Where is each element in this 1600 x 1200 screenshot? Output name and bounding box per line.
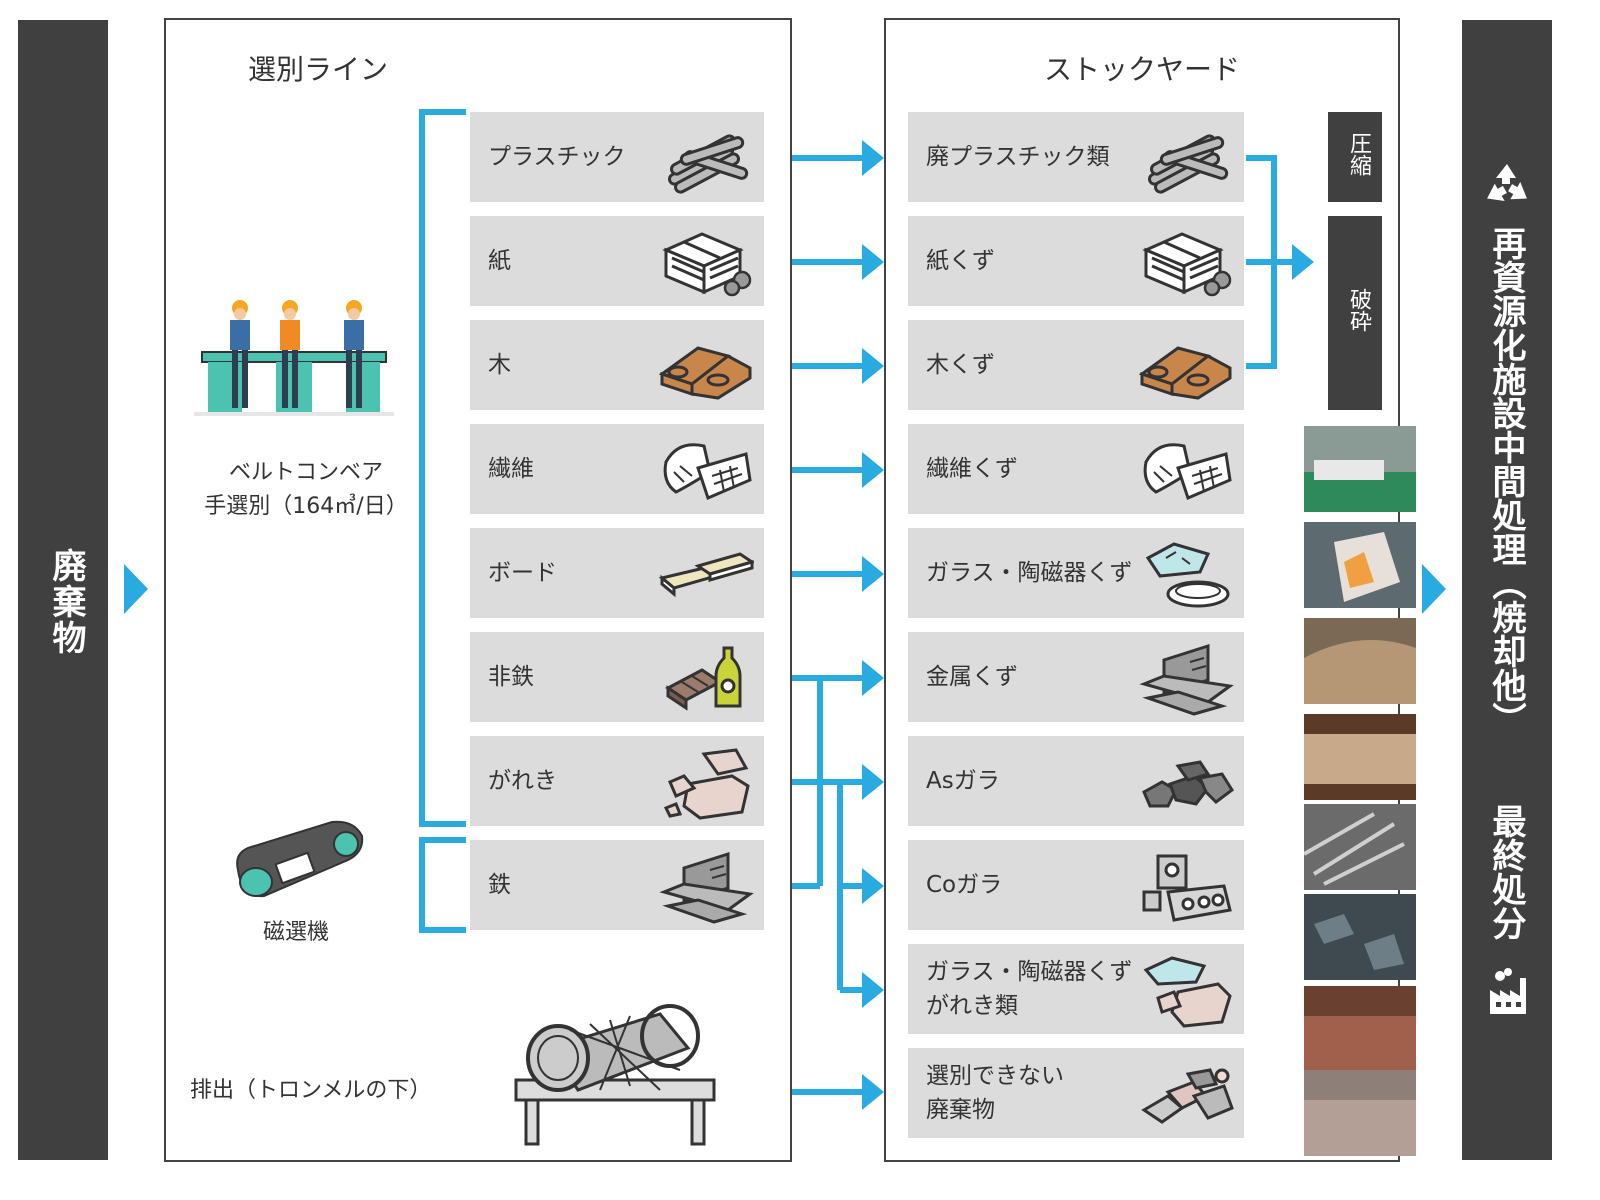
sort-item-fiber: 繊維 — [470, 424, 764, 514]
stock-item-label: Coガラ — [926, 872, 1003, 898]
sort-item-board: ボード — [470, 528, 764, 618]
photo-asphalt — [1304, 894, 1416, 980]
stock-item-label: ガラス・陶磁器くず — [926, 560, 1133, 586]
sort-item-wood: 木 — [470, 320, 764, 410]
output-arrow-icon — [1422, 564, 1446, 614]
photo-wood-chips — [1304, 618, 1416, 704]
recycle-icon — [1487, 164, 1527, 202]
sort-item-label: がれき — [488, 768, 557, 794]
photo-metal-scraps — [1304, 804, 1416, 890]
stock-item-concrete: Coガラ — [908, 840, 1244, 930]
input-arrow-icon — [124, 564, 148, 614]
stock-item-label: 紙くず — [926, 248, 995, 274]
stock-item-label: 廃プラスチック類 — [926, 144, 1110, 170]
stock-item-label: 木くず — [926, 352, 995, 378]
sort-item-nonferrous: 非鉄 — [470, 632, 764, 722]
stock-item-glass-rubble: ガラス・陶磁器くず がれき類 — [908, 944, 1244, 1034]
sort-item-plastic: プラスチック — [470, 112, 764, 202]
conveyor-line1: ベルトコンベア — [228, 460, 383, 485]
sort-item-paper: 紙 — [470, 216, 764, 306]
final-disposal-bar: 再資源化施設中間処理（焼却他） 最終処分 — [1462, 20, 1552, 1160]
trommel-illustration — [514, 1004, 716, 1146]
sort-item-label: ボード — [488, 560, 557, 586]
photo-fiber-bins — [1304, 426, 1416, 512]
sort-item-label: 紙 — [488, 248, 511, 274]
magnetic-separator-illustration — [236, 820, 364, 898]
photo-wood-scraps — [1304, 714, 1416, 800]
workers-illustration — [194, 300, 394, 416]
crush-label: 破砕 — [1346, 288, 1371, 332]
sort-item-iron: 鉄 — [470, 840, 764, 930]
waste-input-bar: 廃棄物 — [18, 20, 108, 1160]
waste-label: 廃棄物 — [46, 548, 86, 656]
stock-item-label: 選別できない 廃棄物 — [926, 1063, 1064, 1123]
compress-box: 圧縮 — [1328, 112, 1382, 202]
stock-item-label: ガラス・陶磁器くず がれき類 — [926, 959, 1133, 1019]
conveyor-line2: 手選別（164㎥/日） — [204, 494, 408, 519]
stock-item-asphalt: Asガラ — [908, 736, 1244, 826]
sort-item-label: 鉄 — [488, 872, 511, 898]
discharge-label: 排出（トロンメルの下） — [190, 1078, 432, 1103]
factory-icon — [1490, 968, 1526, 1014]
stock-item-paper-waste: 紙くず — [908, 216, 1244, 306]
compress-label: 圧縮 — [1346, 132, 1371, 176]
conveyor-label: ベルトコンベア 手選別（164㎥/日） — [186, 456, 426, 524]
stock-item-fiber-waste: 繊維くず — [908, 424, 1244, 514]
magnet-label: 磁選機 — [262, 920, 329, 945]
stock-item-glass-ceramic: ガラス・陶磁器くず — [908, 528, 1244, 618]
sort-item-label: 繊維 — [488, 456, 534, 482]
stock-item-label: 繊維くず — [926, 456, 1018, 482]
stock-item-label: 金属くず — [926, 664, 1018, 690]
stockyard-title: ストックヤード — [1043, 53, 1240, 86]
stock-item-label: Asガラ — [926, 768, 1000, 794]
sort-item-rubble: がれき — [470, 736, 764, 826]
stock-item-unsortable: 選別できない 廃棄物 — [908, 1048, 1244, 1138]
final-disposal-label: 最終処分 — [1486, 804, 1526, 940]
photo-brick-rubble — [1304, 986, 1416, 1072]
photo-mixed-debris — [1304, 1070, 1416, 1156]
sort-item-label: 非鉄 — [488, 664, 534, 690]
recycling-facility-label: 再資源化施設中間処理（焼却他） — [1486, 226, 1526, 736]
sort-item-label: 木 — [488, 352, 511, 378]
stock-item-wood-waste: 木くず — [908, 320, 1244, 410]
sorting-line-title: 選別ライン — [247, 53, 388, 86]
crush-box: 破砕 — [1328, 216, 1382, 410]
stock-item-metal-waste: 金属くず — [908, 632, 1244, 722]
photo-bagged-waste — [1304, 522, 1416, 608]
stock-item-waste-plastic: 廃プラスチック類 — [908, 112, 1244, 202]
sort-item-label: プラスチック — [488, 144, 626, 170]
